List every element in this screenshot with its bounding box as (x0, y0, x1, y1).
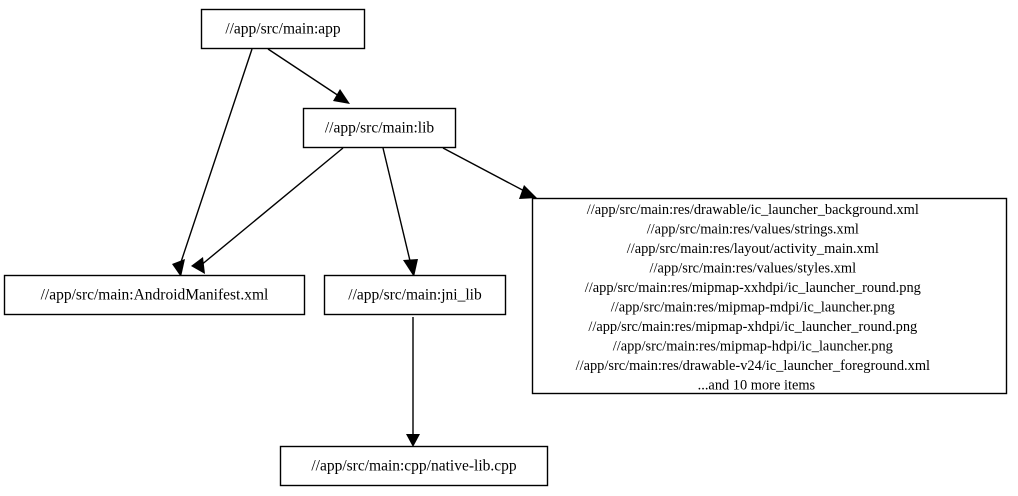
node-jni-lib[interactable]: //app/src/main:jni_lib (323, 274, 507, 316)
node-app-label: //app/src/main:app (225, 21, 341, 38)
edge-app-to-manifest (172, 48, 253, 277)
edge-app-to-lib (267, 48, 350, 104)
node-resources-label: //app/src/main:res/drawable/ic_launcher_… (576, 202, 963, 394)
node-lib[interactable]: //app/src/main:lib (302, 107, 457, 149)
resource-line: //app/src/main:res/mipmap-xxhdpi/ic_laun… (585, 280, 921, 296)
node-app[interactable]: //app/src/main:app (200, 8, 366, 50)
resource-line: //app/src/main:res/mipmap-hdpi/ic_launch… (613, 339, 893, 355)
resource-line: //app/src/main:res/values/styles.xml (649, 261, 856, 277)
resource-line: //app/src/main:res/mipmap-xhdpi/ic_launc… (588, 319, 917, 335)
node-native-lib[interactable]: //app/src/main:cpp/native-lib.cpp (279, 445, 549, 487)
node-resources[interactable]: //app/src/main:res/drawable/ic_launcher_… (531, 197, 1008, 395)
node-lib-label: //app/src/main:lib (325, 120, 435, 137)
resource-line: //app/src/main:res/layout/activity_main.… (627, 241, 879, 257)
edge-jni-lib-to-native-lib (406, 317, 420, 447)
resource-line: //app/src/main:res/mipmap-mdpi/ic_launch… (611, 300, 895, 316)
resource-line: //app/src/main:res/values/strings.xml (647, 222, 859, 238)
edge-lib-to-resources (442, 147, 537, 199)
resource-line: ...and 10 more items (698, 378, 816, 394)
resource-line: //app/src/main:res/drawable-v24/ic_launc… (576, 358, 930, 374)
node-native-lib-label: //app/src/main:cpp/native-lib.cpp (311, 458, 517, 475)
resource-line: //app/src/main:res/drawable/ic_launcher_… (587, 202, 919, 218)
edge-lib-to-manifest (191, 147, 344, 274)
node-android-manifest[interactable]: //app/src/main:AndroidManifest.xml (3, 274, 306, 316)
node-android-manifest-label: //app/src/main:AndroidManifest.xml (41, 287, 269, 304)
edge-lib-to-jni-lib (382, 147, 418, 277)
node-jni-lib-label: //app/src/main:jni_lib (348, 287, 482, 304)
